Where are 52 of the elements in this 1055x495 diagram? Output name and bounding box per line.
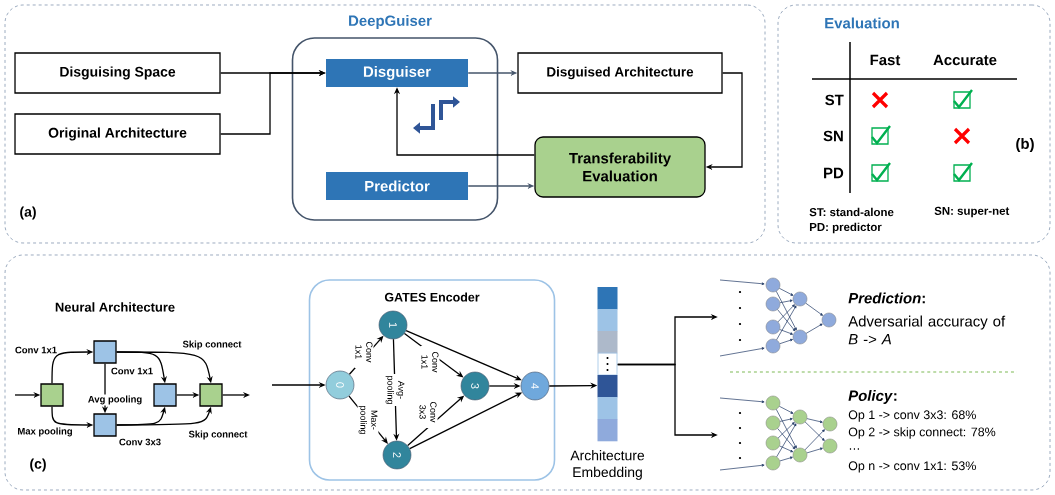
edge-label: Skip connect <box>187 429 249 441</box>
operation-square <box>40 383 64 407</box>
edge-label: Conv 1x1 <box>13 345 59 355</box>
description-text: Policy: <box>848 390 897 404</box>
description-text: Prediction: <box>848 292 925 304</box>
edge-label: Conv 3x3 <box>418 396 438 428</box>
graph-node: 2 <box>382 440 412 470</box>
arrow <box>405 330 522 381</box>
label: Neural Architecture <box>55 302 175 312</box>
key-text: PD: predictor <box>809 222 882 234</box>
edge-label: Conv 1x1 <box>420 346 440 378</box>
operation-square <box>153 383 177 407</box>
key-text: ST: stand-alone <box>809 207 894 217</box>
graph-node: 1 <box>378 310 408 340</box>
edge-label: Avg pooling <box>86 394 144 406</box>
description-text: … <box>849 448 859 450</box>
operation-square <box>93 413 117 437</box>
operation-square <box>199 383 223 407</box>
edge-label: Max- pooling <box>357 404 379 436</box>
input-box: Disguising Space <box>14 52 221 94</box>
row-header: SN <box>823 130 843 142</box>
edge-label: Skip connect <box>181 339 243 351</box>
panel-label: (c) <box>30 458 46 472</box>
panel-label: (a) <box>20 206 36 220</box>
panel-label: (b) <box>1016 138 1034 152</box>
description-text: Adversarial accuracy of B -> A <box>848 315 1006 345</box>
column-header: Fast <box>870 54 901 66</box>
module-box: Predictor <box>326 172 468 200</box>
row-header: PD <box>824 167 844 179</box>
edge-label: Conv 1x1 <box>109 366 155 376</box>
key-text: SN: super-net <box>934 206 1010 218</box>
description-text: Op n -> conv 1x1: 53% <box>848 461 976 473</box>
edge-label: Conv 3x3 <box>117 437 163 447</box>
node-label: Architecture Embedding <box>570 450 645 480</box>
graph-node: 0 <box>325 370 355 400</box>
panel-title: Evaluation <box>825 17 899 29</box>
module-box: Disguiser <box>326 59 468 87</box>
edge-label: Max pooling <box>16 426 74 438</box>
output-box: Disguised Architecture <box>517 52 723 94</box>
module-title: DeepGuiser <box>349 15 432 29</box>
encoder-title: GATES Encoder <box>384 292 480 302</box>
graph-node: 3 <box>460 371 490 401</box>
input-box: Original Architecture <box>14 113 221 155</box>
description-text: Op 1 -> conv 3x3: 68% <box>848 410 976 422</box>
description-text: Op 2 -> skip connect: 78% <box>848 427 996 439</box>
row-header: ST <box>825 94 844 106</box>
graph-node: 4 <box>520 371 550 401</box>
evaluation-box: Transferability Evaluation <box>534 136 706 198</box>
edge-label: Conv 1x1 <box>354 336 374 368</box>
operation-square <box>93 340 117 364</box>
edge-label: Avg- pooling <box>384 374 406 406</box>
column-header: Accurate <box>933 54 997 66</box>
